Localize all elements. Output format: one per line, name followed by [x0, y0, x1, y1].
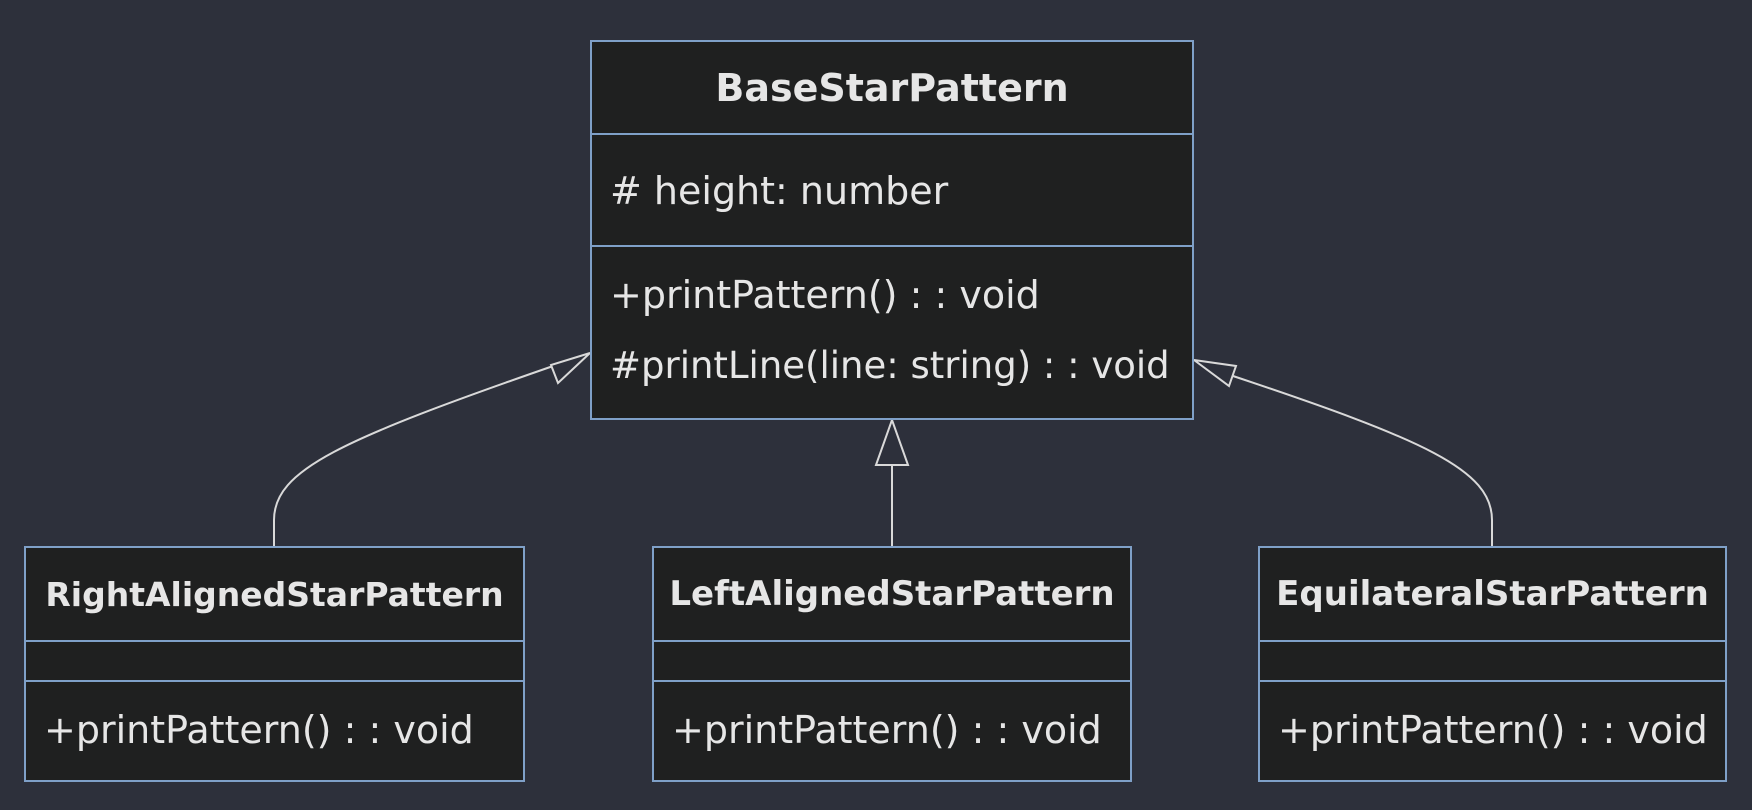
class-methods: +printPattern() : : void [1260, 682, 1725, 778]
attribute-height: # height: number [610, 169, 949, 213]
class-methods: +printPattern() : : void [26, 682, 523, 778]
inheritance-arrowhead-equilateral [1193, 359, 1238, 388]
class-name: RightAlignedStarPattern [26, 548, 523, 642]
class-attributes [26, 642, 523, 682]
inheritance-arrowhead-left [874, 417, 910, 466]
method-print-line: #printLine(line: string) : : void [610, 343, 1170, 387]
class-methods: +printPattern() : : void #printLine(line… [592, 247, 1192, 400]
class-name: BaseStarPattern [592, 42, 1192, 135]
class-attributes: # height: number [592, 135, 1192, 247]
class-methods: +printPattern() : : void [654, 682, 1130, 778]
class-right-aligned-star-pattern[interactable]: RightAlignedStarPattern +printPattern() … [24, 546, 525, 782]
method-print-pattern: +printPattern() : : void [610, 273, 1040, 317]
class-left-aligned-star-pattern[interactable]: LeftAlignedStarPattern +printPattern() :… [652, 546, 1132, 782]
edge-equilateral-to-base [1229, 374, 1493, 546]
class-attributes [654, 642, 1130, 682]
class-attributes [1260, 642, 1725, 682]
method-print-pattern: +printPattern() : : void [1278, 708, 1708, 752]
class-base-star-pattern[interactable]: BaseStarPattern # height: number +printP… [590, 40, 1194, 420]
class-name: EquilateralStarPattern [1260, 548, 1725, 642]
inheritance-arrowhead-right [549, 352, 591, 385]
class-name: LeftAlignedStarPattern [654, 548, 1130, 642]
method-print-pattern: +printPattern() : : void [672, 708, 1102, 752]
class-equilateral-star-pattern[interactable]: EquilateralStarPattern +printPattern() :… [1258, 546, 1727, 782]
method-print-pattern: +printPattern() : : void [44, 708, 474, 752]
edge-right-to-base [273, 364, 557, 546]
